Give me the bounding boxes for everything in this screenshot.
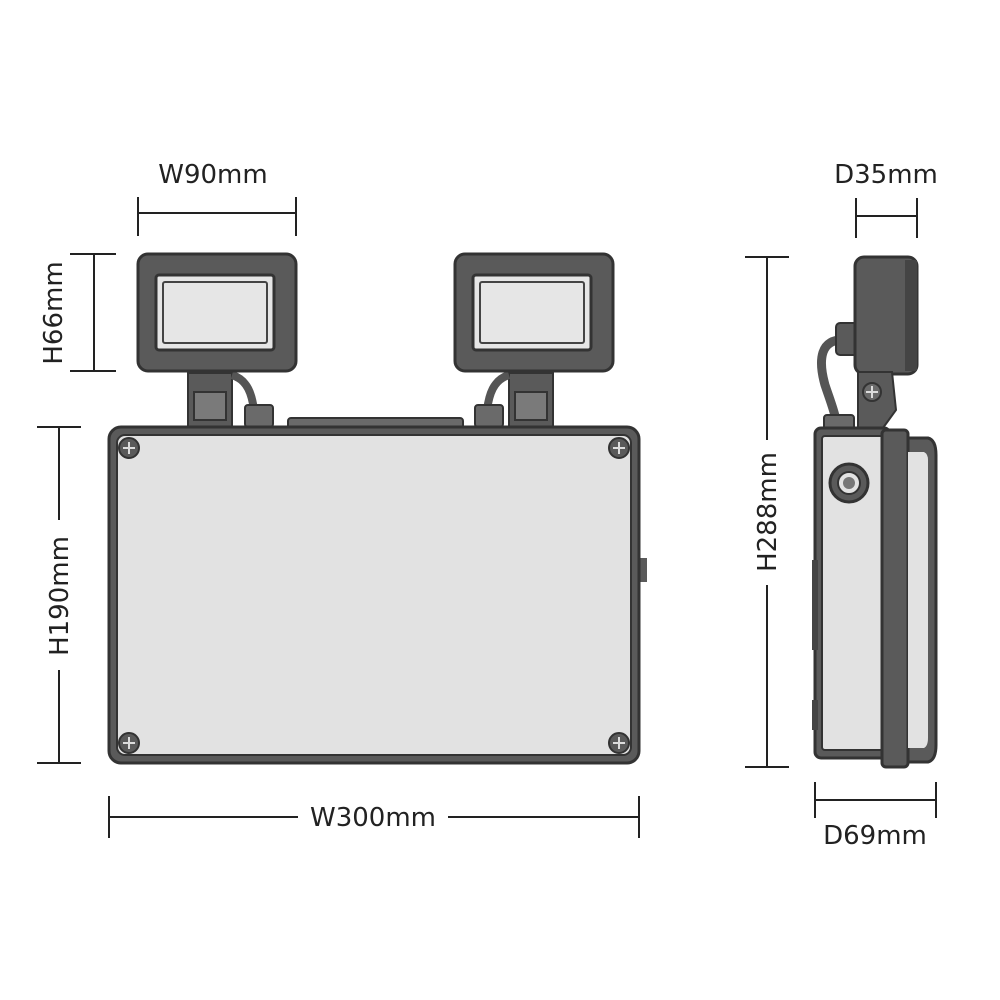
- front-view: [107, 252, 647, 765]
- lamp-depth-label: D35mm: [834, 160, 938, 190]
- body-width-label: W300mm: [310, 803, 436, 833]
- side-view: [812, 255, 938, 769]
- body-height-label: H190mm: [45, 536, 75, 656]
- total-height-label: H288mm: [753, 452, 783, 572]
- dim-lamp-height: H66mm: [39, 253, 116, 372]
- side-bracket: [857, 371, 898, 433]
- screw-icon: [608, 732, 630, 754]
- screw-icon: [608, 437, 630, 459]
- right-lamp-head: [453, 252, 615, 373]
- dim-body-depth: D69mm: [814, 782, 937, 851]
- lamp-width-label: W90mm: [158, 160, 267, 190]
- left-lamp-bracket: [187, 371, 274, 429]
- dim-lamp-depth: D35mm: [834, 160, 938, 238]
- dim-lamp-width: W90mm: [137, 160, 297, 236]
- dim-total-height: H288mm: [745, 256, 789, 768]
- left-lamp-head: [136, 252, 298, 373]
- right-lamp-bracket: [474, 371, 554, 429]
- corner-screws: [118, 437, 630, 754]
- side-knob: [828, 462, 870, 504]
- side-front-cover: [880, 428, 910, 769]
- side-cable: [817, 335, 846, 421]
- lamp-height-label: H66mm: [39, 261, 69, 364]
- screw-icon: [862, 382, 882, 402]
- dimension-lines: W90mm H66mm H190mm W300mm: [37, 160, 938, 851]
- dim-body-width: W300mm: [108, 796, 640, 838]
- dim-body-height: H190mm: [37, 426, 81, 764]
- screw-icon: [118, 732, 140, 754]
- main-body: [107, 425, 647, 765]
- screw-icon: [118, 437, 140, 459]
- body-depth-label: D69mm: [823, 821, 927, 851]
